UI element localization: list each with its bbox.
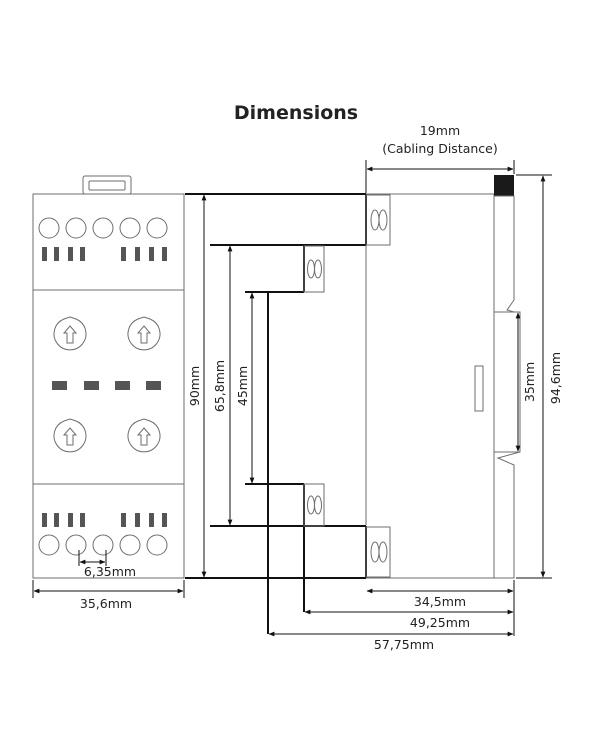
terminal-pitch-label: 6,35mm xyxy=(84,564,136,579)
housing-outline xyxy=(32,193,185,579)
bottom-terminals xyxy=(38,534,168,556)
top-clip xyxy=(82,175,132,195)
depth-3-label: 57,75mm xyxy=(374,637,434,652)
depth-dimensions: 34,5mm 49,25mm 57,75mm xyxy=(268,580,515,652)
front-height-label: 45mm xyxy=(235,366,250,406)
depth-2-label: 49,25mm xyxy=(410,615,470,630)
led-indicators xyxy=(52,381,161,390)
depth-1-label: 34,5mm xyxy=(414,594,466,609)
top-terminal-marks xyxy=(42,247,167,261)
cabling-distance-dimension: 19mm (Cabling Distance) xyxy=(365,123,515,193)
side-terminals xyxy=(303,194,391,578)
cabling-distance-value: 19mm xyxy=(420,123,460,138)
diagram-title: Dimensions xyxy=(234,102,358,124)
top-terminals xyxy=(38,217,168,239)
din-clip xyxy=(494,175,521,579)
body-height-label: 90mm xyxy=(187,366,202,406)
cabling-distance-label: (Cabling Distance) xyxy=(382,141,498,156)
total-height-label: 94,6mm xyxy=(548,352,563,404)
side-view xyxy=(185,175,521,634)
front-height-dimension: 45mm xyxy=(235,292,255,484)
step-profile xyxy=(185,193,367,634)
terminal-pitch-dimension: 6,35mm xyxy=(78,550,136,579)
rail-label: 35mm xyxy=(522,362,537,402)
mid-height-dimension: 65,8mm xyxy=(212,245,233,526)
width-label: 35,6mm xyxy=(80,596,132,611)
mid-height-label: 65,8mm xyxy=(212,360,227,412)
width-dimension: 35,6mm xyxy=(32,580,185,611)
rail-dimension: 35mm xyxy=(515,312,537,452)
front-view: 6,35mm 35,6mm xyxy=(32,175,185,611)
side-slot xyxy=(474,365,484,412)
total-height-dimension: 94,6mm xyxy=(516,174,563,579)
potentiometer-knobs xyxy=(53,316,161,453)
bottom-terminal-marks xyxy=(42,513,167,527)
side-outline xyxy=(366,193,495,579)
body-height-dimension: 90mm xyxy=(187,194,207,578)
